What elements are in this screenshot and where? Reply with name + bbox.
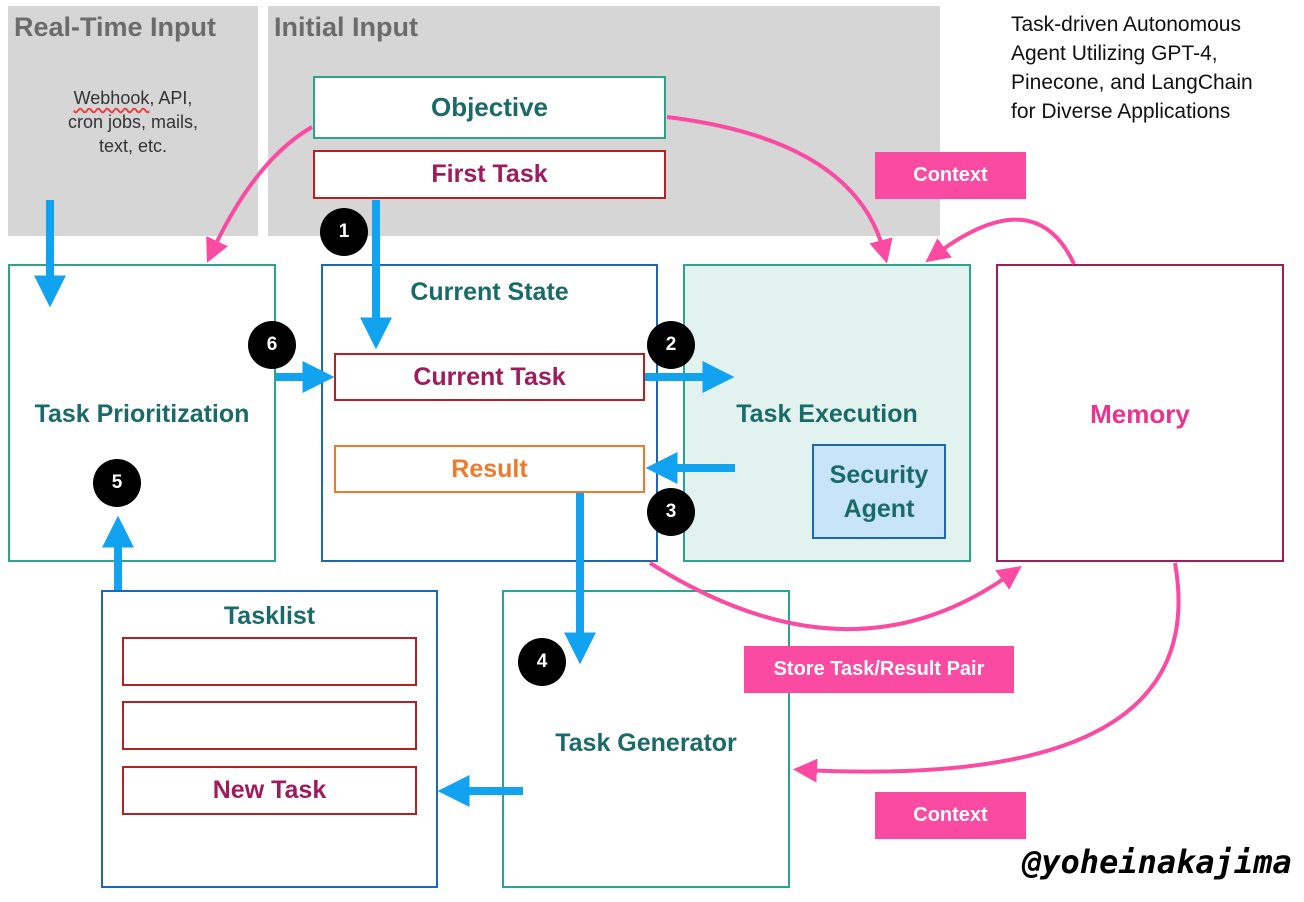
arrow-memory-context-to-execution (925, 217, 1076, 265)
step-badge-3: 3 (647, 488, 695, 536)
arrow-memory-context-to-generator (793, 562, 1181, 783)
context-tag-top: Context (875, 152, 1026, 199)
new-task-box: New Task (122, 766, 417, 815)
task-generator-label: Task Generator (555, 728, 737, 757)
diagram-title: Task-driven Autonomous Agent Utilizing G… (1011, 10, 1301, 126)
memory-box: Memory (996, 264, 1284, 562)
task-prioritization-label: Task Prioritization (34, 399, 250, 428)
arrow-store-pair-to-memory (648, 561, 1022, 632)
tasklist-slot-1 (122, 637, 417, 686)
title-line-1: Task-driven Autonomous (1011, 13, 1241, 36)
step-badge-4: 4 (518, 638, 566, 686)
author-signature: @yoheinakajima (1022, 843, 1292, 881)
first-task-box: First Task (313, 150, 666, 199)
security-agent-label: Security Agent (814, 446, 944, 537)
realtime-line1-rest: , API, (149, 88, 193, 108)
step-badge-2: 2 (647, 321, 695, 369)
webhook-word: Webhook (73, 88, 150, 108)
realtime-input-heading: Real-Time Input (14, 12, 217, 42)
objective-box: Objective (313, 76, 666, 139)
security-agent-box: Security Agent (812, 444, 946, 539)
store-task-result-tag: Store Task/Result Pair (744, 646, 1014, 693)
step-badge-5: 5 (93, 459, 141, 507)
realtime-line3: text, etc. (98, 136, 168, 156)
title-line-3: Pinecone, and LangChain (1011, 71, 1253, 94)
initial-input-heading: Initial Input (274, 12, 418, 42)
task-generator-box: Task Generator (502, 590, 790, 888)
first-task-label: First Task (431, 160, 548, 188)
current-task-label: Current Task (413, 362, 566, 391)
realtime-line2: cron jobs, mails, (67, 112, 199, 132)
tasklist-heading: Tasklist (223, 601, 316, 630)
title-line-2: Agent Utilizing GPT-4, (1011, 42, 1218, 65)
result-label: Result (451, 454, 528, 483)
objective-label: Objective (430, 92, 549, 122)
step-badge-6: 6 (248, 321, 296, 369)
context-tag-bottom: Context (875, 792, 1026, 839)
result-box: Result (334, 445, 645, 493)
task-execution-label: Task Execution (736, 399, 918, 428)
title-line-4: for Diverse Applications (1011, 100, 1231, 123)
current-task-box: Current Task (334, 353, 645, 401)
realtime-input-sources: Webhook, API, cron jobs, mails, text, et… (8, 86, 258, 158)
memory-label: Memory (1090, 398, 1190, 429)
realtime-input-panel (8, 6, 258, 236)
security-agent-line-2: Agent (843, 494, 915, 523)
arrow-objective-to-prioritization (206, 125, 314, 263)
step-badge-1: 1 (320, 208, 368, 256)
current-state-heading: Current State (410, 277, 569, 306)
task-prioritization-box: Task Prioritization (8, 264, 276, 562)
security-agent-line-1: Security (829, 460, 929, 489)
arrow-objective-to-execution (666, 115, 893, 264)
tasklist-slot-2 (122, 701, 417, 750)
new-task-label: New Task (212, 776, 327, 804)
